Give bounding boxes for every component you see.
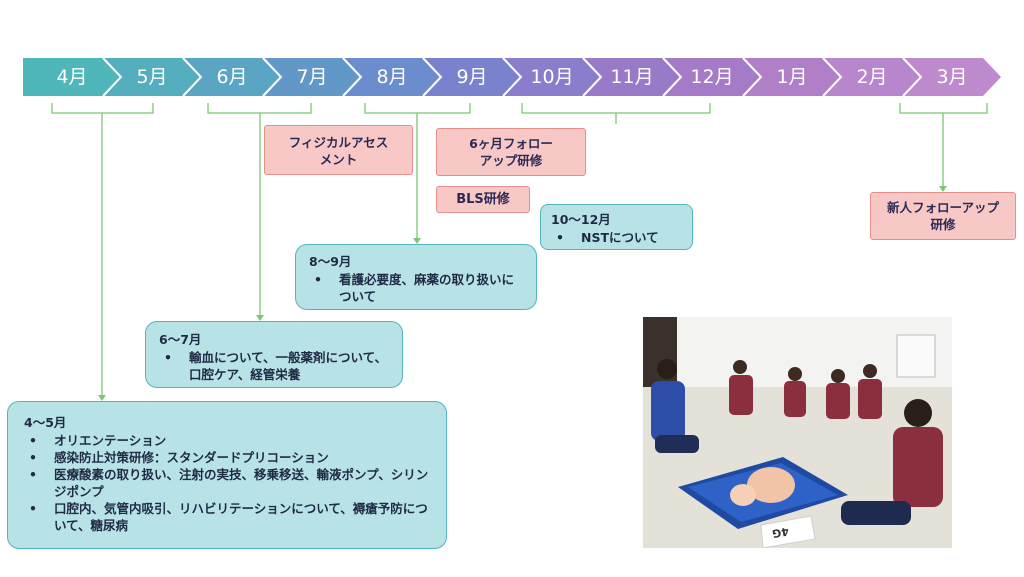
chevron-separator — [742, 57, 763, 97]
timeline-month-label: 9月 — [456, 66, 488, 88]
chevron-separator — [102, 57, 123, 97]
timeline-chevron — [823, 58, 921, 96]
box-title: 8～9月 — [309, 254, 352, 269]
timeline-month-label: 11月 — [610, 66, 654, 88]
label-text: BLS研修 — [456, 192, 510, 207]
chevron-separator — [662, 57, 683, 97]
label-newcomer-followup: 新人フォローアップ研修 — [870, 192, 1016, 240]
timeline-month-label: 6月 — [216, 66, 248, 88]
list-item: NSTについて — [551, 229, 684, 246]
timeline-chevron — [263, 58, 361, 96]
list-item: 医療酸素の取り扱い、注射の実技、移乗移送、輸液ポンプ、シリンジポンプ — [24, 466, 432, 500]
label-physical-assessment: フィジカルアセスメント — [264, 125, 413, 175]
box-aug-sep: 8～9月 看護必要度、麻薬の取り扱いについて — [295, 244, 537, 310]
label-text: 6ヶ月フォローアップ研修 — [469, 136, 553, 168]
timeline-chevron — [903, 58, 1001, 96]
timeline-month-label: 5月 — [136, 66, 168, 88]
training-photo-image: 4G — [643, 317, 952, 548]
timeline-chevron — [343, 58, 441, 96]
list-item: 感染防止対策研修：スタンダードプリコーション — [24, 449, 432, 466]
chevron-separator — [582, 57, 603, 97]
label-text: フィジカルアセスメント — [288, 135, 389, 167]
photo-sign: 4G — [771, 524, 790, 540]
box-list: 輸血について、一般薬剤について、口腔ケア、経管栄養 — [159, 349, 392, 383]
timeline-month-label: 2月 — [856, 66, 888, 88]
box-list: NSTについて — [551, 229, 684, 246]
timeline-month-label: 3月 — [936, 66, 968, 88]
box-apr-may: 4～5月 オリエンテーション 感染防止対策研修：スタンダードプリコーション 医療… — [7, 401, 447, 549]
label-bls: BLS研修 — [436, 186, 530, 213]
box-oct-dec: 10～12月 NSTについて — [540, 204, 693, 250]
timeline-month-label: 7月 — [296, 66, 328, 88]
chevron-separator — [182, 57, 203, 97]
chevron-separator — [342, 57, 363, 97]
timeline-chevron — [23, 58, 121, 96]
timeline-chevron — [503, 58, 601, 96]
timeline-chevron — [423, 58, 521, 96]
timeline-month-label: 8月 — [376, 66, 408, 88]
timeline-month-label: 10月 — [530, 66, 574, 88]
timeline-chevrons — [23, 57, 1001, 97]
chevron-separator — [502, 57, 523, 97]
box-title: 10～12月 — [551, 212, 611, 227]
box-jun-jul: 6～7月 輸血について、一般薬剤について、口腔ケア、経管栄養 — [145, 321, 403, 388]
chevron-separator — [902, 57, 923, 97]
list-item: 口腔内、気管内吸引、リハビリテーションについて、褥瘡予防について、糖尿病 — [24, 500, 432, 534]
timeline-chevron — [183, 58, 281, 96]
label-text: 新人フォローアップ研修 — [887, 200, 1000, 232]
box-list: オリエンテーション 感染防止対策研修：スタンダードプリコーション 医療酸素の取り… — [24, 432, 432, 534]
training-photo: 4G — [643, 317, 952, 548]
box-list: 看護必要度、麻薬の取り扱いについて — [309, 271, 526, 305]
chevron-separator — [822, 57, 843, 97]
box-title: 4～5月 — [24, 415, 67, 430]
timeline-chevron — [663, 58, 761, 96]
chevron-separator — [262, 57, 283, 97]
timeline-chevron — [583, 58, 681, 96]
label-6month-followup: 6ヶ月フォローアップ研修 — [436, 128, 586, 176]
timeline-month-label: 4月 — [56, 66, 88, 88]
timeline-chevron — [743, 58, 841, 96]
timeline-chevron — [103, 58, 201, 96]
timeline-month-label: 1月 — [776, 66, 808, 88]
chevron-separator — [422, 57, 443, 97]
list-item: 看護必要度、麻薬の取り扱いについて — [309, 271, 526, 305]
list-item: 輸血について、一般薬剤について、口腔ケア、経管栄養 — [159, 349, 392, 383]
box-title: 6～7月 — [159, 332, 202, 347]
timeline-month-label: 12月 — [690, 66, 734, 88]
timeline-connectors — [51, 103, 988, 395]
list-item: オリエンテーション — [24, 432, 432, 449]
